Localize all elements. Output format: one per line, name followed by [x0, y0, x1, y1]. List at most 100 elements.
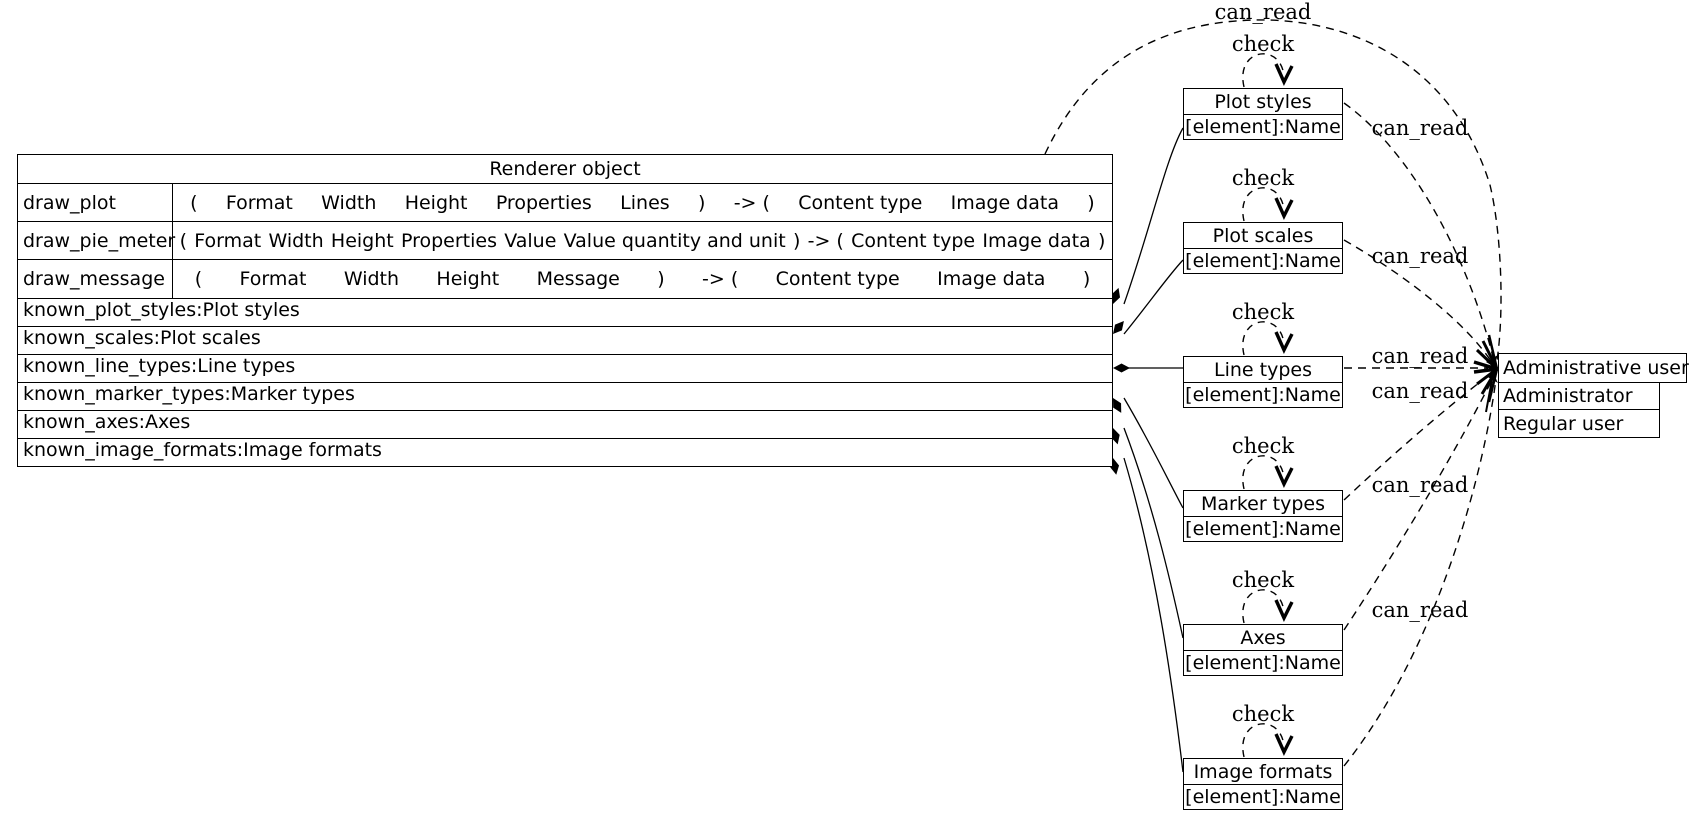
check-loop-line-types — [1242, 321, 1294, 356]
check-label: check — [1231, 166, 1295, 190]
attribute-row-known-scales: known_scales:Plot scales — [18, 326, 1112, 354]
user-node-title: Administrative user — [1498, 353, 1689, 383]
sig-token: ( — [194, 268, 203, 290]
sig-token: ) — [697, 191, 706, 214]
node-element-row: [element]:Name — [1183, 517, 1343, 542]
node-plot-styles: Plot styles [element]:Name — [1183, 88, 1343, 140]
attribute-row-known-marker-types: known_marker_types:Marker types — [18, 382, 1112, 410]
sig-token: -> ( — [702, 268, 739, 290]
composition-diamond-icon — [1111, 287, 1121, 304]
composition-edge-plot-styles — [1123, 127, 1184, 305]
sig-token: Width — [343, 268, 400, 290]
sig-token: Value — [504, 229, 557, 252]
node-element-row: [element]:Name — [1183, 115, 1343, 140]
attribute-row-known-plot-styles: known_plot_styles:Plot styles — [18, 298, 1112, 326]
sig-token: ) — [657, 268, 665, 290]
check-loop-image-formats — [1242, 723, 1294, 758]
sig-token: Height — [436, 268, 500, 290]
check-label: check — [1231, 434, 1295, 458]
check-label: check — [1231, 300, 1295, 324]
check-arrow-icon — [1274, 465, 1294, 488]
node-title: Marker types — [1183, 490, 1343, 517]
composition-diamond-icon — [1113, 398, 1122, 413]
method-signature: ( Format Width Height Properties Lines )… — [173, 184, 1112, 221]
composition-diamond-icon — [1113, 320, 1124, 334]
sig-token: Height — [404, 191, 468, 214]
sig-token: Height — [330, 229, 394, 252]
sig-token: Message — [536, 268, 620, 290]
check-label: check — [1231, 32, 1295, 56]
composition-diamond-icon — [1111, 428, 1120, 445]
check-loop-plot-styles — [1242, 53, 1294, 88]
method-row-draw-plot: draw_plot ( Format Width Height Properti… — [18, 183, 1112, 221]
node-title: Line types — [1183, 356, 1343, 383]
sig-token: Image data — [982, 229, 1091, 252]
sig-token: Properties — [400, 229, 497, 252]
can-read-edge-image-formats — [1343, 378, 1497, 767]
check-loop-marker-types — [1242, 455, 1294, 490]
sig-token: Value quantity and unit — [563, 229, 786, 252]
node-title: Plot scales — [1183, 222, 1343, 249]
sig-token: Properties — [495, 191, 592, 214]
check-arrow-icon — [1274, 331, 1294, 354]
node-element-row: [element]:Name — [1183, 383, 1343, 408]
node-title: Axes — [1183, 624, 1343, 651]
sig-token: ) — [792, 229, 801, 252]
method-row-draw-pie-meter: draw_pie_meter ( Format Width Height Pro… — [18, 221, 1112, 259]
node-line-types: Line types [element]:Name — [1183, 356, 1343, 408]
node-title: Plot styles — [1183, 88, 1343, 115]
sig-token: Format — [225, 191, 293, 214]
can-read-label: can_read — [1214, 0, 1312, 24]
sig-token: Image data — [937, 268, 1046, 290]
table-title: Renderer object — [489, 158, 641, 180]
check-loop-axes — [1242, 589, 1294, 624]
burst-arrowheads-icon — [1473, 334, 1499, 413]
sig-token: Format — [239, 268, 307, 290]
sig-token: ) — [1087, 191, 1095, 214]
method-signature: ( Format Width Height Message ) -> ( Con… — [173, 260, 1112, 298]
sig-token: ( — [190, 191, 198, 214]
sig-token: -> ( — [733, 191, 770, 214]
node-element-row: [element]:Name — [1183, 651, 1343, 676]
check-arrow-icon — [1274, 599, 1294, 622]
composition-edge-image-formats — [1123, 457, 1184, 773]
can-read-label: can_read — [1371, 244, 1469, 268]
sig-token: ) — [1082, 268, 1091, 290]
method-signature: ( Format Width Height Properties Value V… — [173, 222, 1112, 259]
check-label: check — [1231, 568, 1295, 592]
method-name: draw_plot — [18, 184, 173, 221]
method-row-draw-message: draw_message ( Format Width Height Messa… — [18, 259, 1112, 298]
sig-token: ) — [1097, 229, 1106, 252]
attribute-row-known-line-types: known_line_types:Line types — [18, 354, 1112, 382]
attribute-row-known-image-formats: known_image_formats:Image formats — [18, 438, 1112, 466]
can-read-label: can_read — [1371, 598, 1469, 622]
sig-token: Lines — [620, 191, 670, 214]
can-read-edge-marker-types — [1343, 372, 1493, 501]
sig-token: Width — [268, 229, 324, 252]
node-element-row: [element]:Name — [1183, 249, 1343, 274]
can-read-edge-plot-styles — [1343, 102, 1495, 362]
sig-token: -> ( — [807, 229, 844, 252]
composition-diamond-icon — [1113, 363, 1130, 373]
can-read-label: can_read — [1371, 379, 1469, 403]
check-arrow-icon — [1274, 197, 1294, 220]
composition-edge-plot-scales — [1123, 259, 1184, 335]
node-marker-types: Marker types [element]:Name — [1183, 490, 1343, 542]
node-plot-scales: Plot scales [element]:Name — [1183, 222, 1343, 274]
can-read-edge-renderer — [1044, 19, 1502, 361]
node-element-row: [element]:Name — [1183, 785, 1343, 810]
sig-token: Content type — [775, 268, 900, 290]
node-image-formats: Image formats [element]:Name — [1183, 758, 1343, 810]
check-arrow-icon — [1274, 63, 1294, 86]
composition-edge-marker-types — [1123, 397, 1184, 509]
user-node-row-administrator: Administrator — [1498, 382, 1660, 410]
sig-token: Content type — [798, 191, 923, 214]
node-title: Image formats — [1183, 758, 1343, 785]
check-loop-plot-scales — [1242, 187, 1294, 222]
sig-token: Image data — [950, 191, 1059, 214]
renderer-object-table: Renderer object draw_plot ( Format Width… — [17, 154, 1113, 467]
node-axes: Axes [element]:Name — [1183, 624, 1343, 676]
composition-edge-axes — [1123, 427, 1184, 639]
